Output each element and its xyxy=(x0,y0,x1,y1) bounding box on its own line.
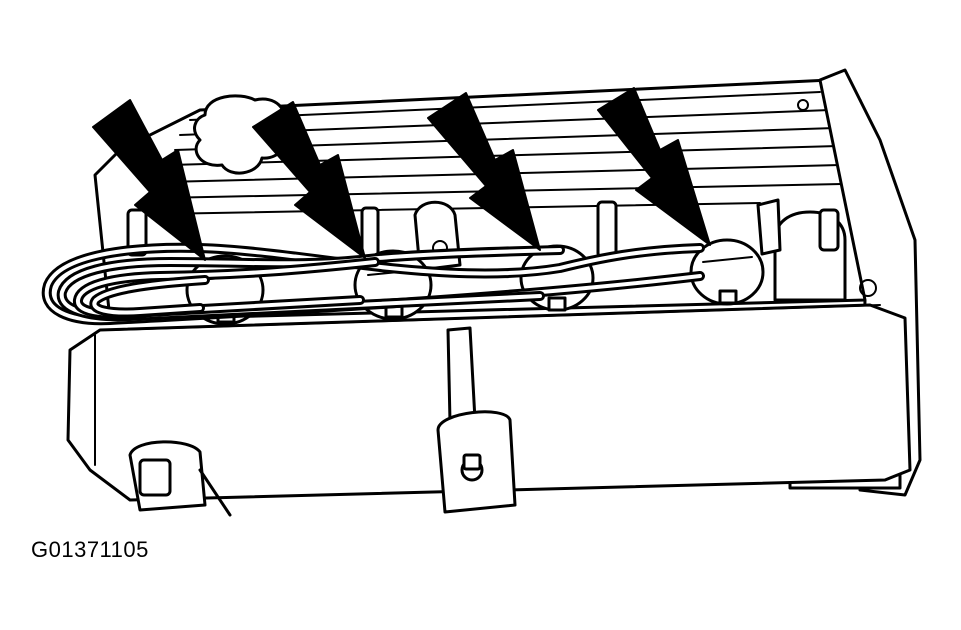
valve-cover-body xyxy=(66,303,912,517)
pointer-arrow-icon xyxy=(252,101,366,259)
figure-id-label: G01371105 xyxy=(31,537,149,562)
pointer-arrow-icon xyxy=(597,87,711,246)
callout-arrows xyxy=(92,87,711,261)
pointer-arrow-icon xyxy=(92,99,206,261)
pointer-arrow-icon xyxy=(427,92,541,251)
ignition-coil-4 xyxy=(689,238,765,306)
wire-harness xyxy=(41,242,705,326)
